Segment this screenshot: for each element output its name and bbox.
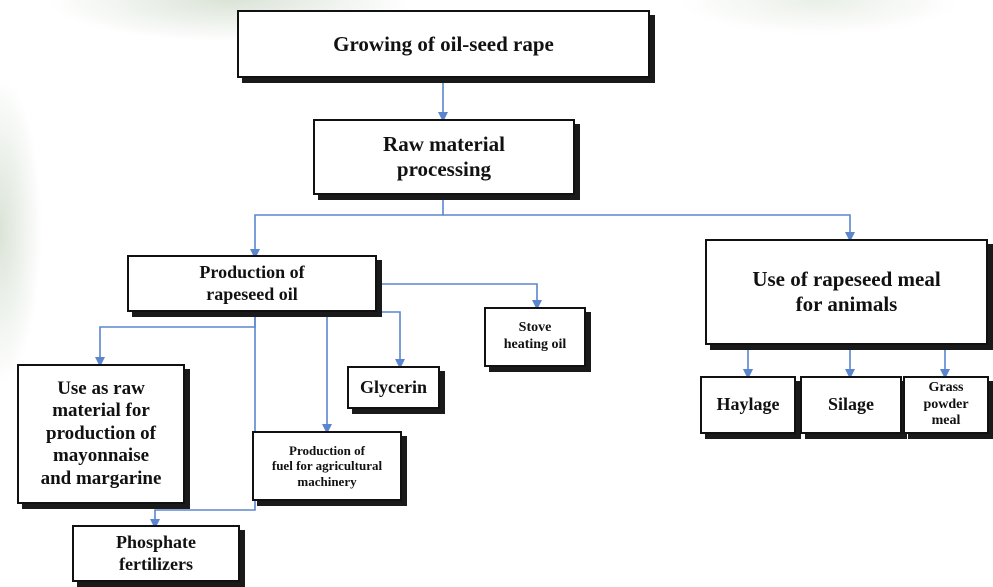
node-raw-material-use: Use as raw material for production of ma… [17,364,185,504]
node-grass-powder-meal: Grass powder meal [903,376,989,434]
node-fuel-production: Production of fuel for agricultural mach… [252,431,402,501]
node-rapeseed-meal-animals: Use of rapeseed meal for animals [705,239,988,345]
arrow-oil-to-raw-use [95,312,256,367]
node-glycerin: Glycerin [347,366,440,409]
arrow-processing-to-oil [250,195,444,259]
node-production-rapeseed-oil: Production of rapeseed oil [127,255,377,312]
arrow-oil-to-phosphate [150,312,256,529]
node-haylage: Haylage [700,376,796,434]
arrow-processing-to-meal [443,214,855,242]
node-phosphate-fertilizers: Phosphate fertilizers [72,525,240,582]
arrow-oil-to-stove [377,283,542,310]
node-raw-material-processing: Raw material processing [313,119,575,195]
node-silage: Silage [800,376,902,434]
node-growing-oilseed-rape: Growing of oil-seed rape [237,10,650,78]
node-stove-heating-oil: Stove heating oil [484,307,586,367]
arrow-oil-to-glycerin [377,311,405,369]
